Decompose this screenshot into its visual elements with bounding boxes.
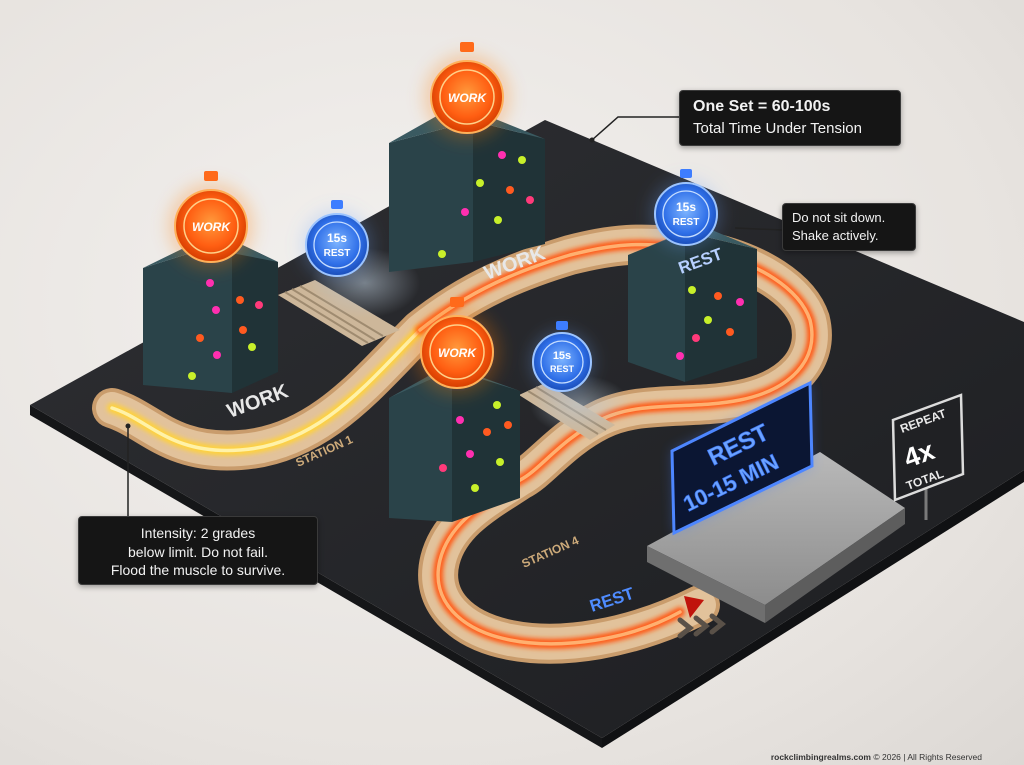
set-duration-subtitle: Total Time Under Tension [693,120,862,137]
set-duration-callout: One Set = 60-100s Total Time Under Tensi… [679,90,901,146]
rest-instruction-line2: Shake actively. [792,228,879,243]
rest-platform [647,452,905,623]
callout-leader-set [591,116,679,141]
climbing-wall-station-4 [628,225,757,382]
path-arrow-head [684,596,704,618]
work-timer-label: WORK [192,220,231,234]
rest-timer-label: REST [550,364,575,374]
footer-rights: © 2026 | All Rights Reserved [873,752,982,762]
board-side-right [602,470,1024,748]
copyright-footer: rockclimbingrealms.com © 2026 | All Righ… [771,752,982,762]
rest-timer-label: REST [673,217,700,228]
rest-stopwatch-1: 15s REST [293,200,381,289]
path-line-yellow [110,328,422,453]
rest-timer-value: 15s [327,231,347,245]
climbing-holds [676,286,744,360]
rest-stopwatch-2: 15s REST [642,169,730,258]
climbing-wall-station-3 [389,365,520,522]
intensity-line1: Intensity: 2 grades [140,525,256,541]
climbing-holds [188,279,263,380]
work-stopwatch-1: WORK [159,171,263,278]
work-timer-label: WORK [438,346,477,360]
climbing-holds [439,401,512,492]
intensity-line2: below limit. Do not fail. [127,543,269,560]
climbing-holds [438,151,534,258]
rest-instruction-callout: Do not sit down. Shake actively. [782,203,916,251]
rest-timer-label: REST [324,248,351,259]
callout-leader-rest [734,227,783,231]
chevron-icons [677,613,727,639]
rest-timer-value: 15s [676,200,696,214]
climbing-wall-station-1 [143,240,278,393]
path-line-orange [418,242,814,646]
work-timer-label: WORK [448,91,487,105]
intensity-callout: Intensity: 2 grades below limit. Do not … [78,516,318,585]
intensity-line3: Flood the muscle to survive. [110,562,286,578]
work-stopwatch-3: WORK [405,297,509,404]
set-duration-title: One Set = 60-100s [693,98,831,115]
rest-timer-value: 15s [553,350,571,362]
rest-neon-sign: REST 10-15 MIN [670,380,814,536]
climbing-wall-station-2 [389,104,545,272]
rest-stopwatch-3: 15s REST [522,321,602,402]
work-stopwatch-2: WORK [415,42,519,149]
footer-site-link[interactable]: rockclimbingrealms.com [770,752,871,762]
rest-instruction-line1: Do not sit down. [792,210,886,225]
